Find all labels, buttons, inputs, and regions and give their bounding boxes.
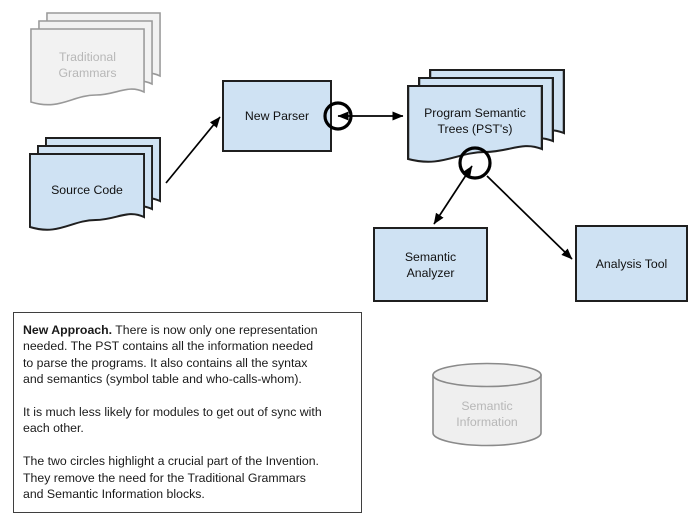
new-parser-node: New Parser	[222, 80, 332, 152]
semantic-analyzer-node: Semantic Analyzer	[373, 227, 488, 302]
semantic-information-node: Semantic Information	[432, 362, 542, 447]
notes-line: to parse the programs. It also contains …	[23, 355, 308, 370]
node-label: Semantic Information	[432, 386, 542, 442]
notes-line: New Approach. There is now only one repr…	[23, 323, 318, 337]
label-line: Traditional	[59, 50, 116, 64]
traditional-grammars-node: Traditional Grammars	[30, 12, 161, 112]
node-label: Traditional Grammars	[30, 28, 145, 102]
label-line: Source Code	[51, 183, 123, 197]
notes-lead: New Approach.	[23, 323, 113, 337]
notes-line: They remove the need for the Traditional…	[23, 470, 306, 485]
pst-node: Program Semantic Trees (PST's)	[407, 69, 565, 169]
notes-blank-line	[23, 437, 353, 453]
label-line: Grammars	[58, 66, 117, 80]
document-shape-front	[29, 153, 145, 231]
notes-box: New Approach. There is now only one repr…	[13, 312, 362, 513]
document-shape-front	[30, 28, 145, 106]
notes-blank-line	[23, 388, 353, 404]
notes-line: It is much less likely for modules to ge…	[23, 404, 322, 419]
label-line: Analyzer	[406, 265, 455, 280]
label-line: Semantic	[461, 399, 513, 413]
node-label: Source Code	[29, 153, 145, 227]
node-label: Program Semantic Trees (PST's)	[407, 85, 543, 157]
label-line: Trees (PST's)	[437, 122, 513, 136]
label-line: Program Semantic	[424, 106, 526, 120]
notes-line: The two circles highlight a crucial part…	[23, 454, 319, 469]
label-line: New Parser	[244, 109, 310, 123]
label-line: Analysis Tool	[595, 256, 668, 271]
notes-line: and Semantic Information blocks.	[23, 486, 205, 501]
notes-line: and semantics (symbol table and who-call…	[23, 372, 302, 387]
notes-line: needed. The PST contains all the informa…	[23, 339, 314, 354]
notes-line: each other.	[23, 421, 84, 436]
source-code-node: Source Code	[29, 137, 161, 237]
label-line: Semantic	[404, 249, 457, 264]
arrow-source-code-to-new-parser	[165, 116, 221, 184]
arrow-pst-to-analysis-tool	[486, 175, 573, 260]
database-cylinder-shape	[432, 362, 542, 447]
label-line: Information	[456, 415, 518, 429]
analysis-tool-node: Analysis Tool	[575, 225, 688, 302]
arrow-pst-to-semantic-analyzer	[433, 165, 473, 225]
